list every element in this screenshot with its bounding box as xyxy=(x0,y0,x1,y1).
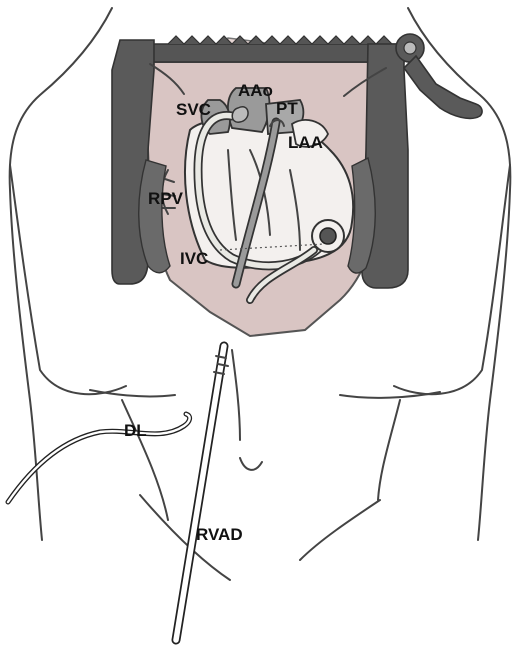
umbilicus xyxy=(239,457,263,471)
pa-cannula-tip xyxy=(269,119,285,127)
midline-fold xyxy=(231,349,241,441)
drain-line xyxy=(5,411,193,505)
cannulae xyxy=(193,106,345,304)
right-rib-margin xyxy=(339,391,441,399)
label-dl: DL xyxy=(124,421,147,440)
skin-edge-right-top xyxy=(343,67,387,97)
drain-tube xyxy=(6,412,191,504)
retractor-teeth xyxy=(167,35,393,45)
svc-cannula xyxy=(195,112,329,269)
label-aao: AAo xyxy=(238,81,273,100)
rvad-cannula xyxy=(171,341,229,645)
retractor-left-blade xyxy=(138,159,171,274)
retractor-crank-pin xyxy=(403,41,417,55)
rvad-exit-site xyxy=(213,355,229,375)
left-rib-margin xyxy=(89,389,176,398)
sternal-retractor xyxy=(111,33,483,289)
right-abdomen-line xyxy=(377,399,401,501)
left-pectoral-line xyxy=(9,164,127,396)
anatomy-labels: SVC AAo PT LAA RPV IVC DL RVAD xyxy=(124,81,323,544)
left-atrial-appendage xyxy=(290,119,329,148)
right-groin-line xyxy=(299,499,381,561)
rvad-tube xyxy=(173,343,227,643)
label-svc: SVC xyxy=(176,100,211,119)
label-rpv: RPV xyxy=(148,189,184,208)
retractor-crank-handle xyxy=(402,54,483,120)
coronary-vessel xyxy=(227,149,237,241)
retractor-rack xyxy=(119,43,405,63)
left-abdomen-line xyxy=(121,399,169,521)
pa-cannula xyxy=(233,119,279,287)
left-groin-line xyxy=(139,494,231,581)
coronary-vessel-left xyxy=(289,169,301,251)
torso-outline xyxy=(8,7,512,581)
heart xyxy=(161,87,355,269)
apical-cannula xyxy=(319,227,337,245)
skin-edge-left-top xyxy=(149,63,185,95)
outflow-cannula xyxy=(247,247,317,303)
right-pectoral-line xyxy=(393,164,511,396)
right-torso-contour xyxy=(407,7,512,541)
graft-ribbing xyxy=(219,243,325,251)
label-laa: LAA xyxy=(288,133,323,152)
retractor-right-blade xyxy=(347,156,376,274)
label-ivc: IVC xyxy=(180,249,208,268)
left-torso-contour xyxy=(8,7,113,541)
svc-purse-string xyxy=(231,106,249,123)
label-rvad: RVAD xyxy=(196,525,243,544)
label-pt: PT xyxy=(276,99,298,118)
